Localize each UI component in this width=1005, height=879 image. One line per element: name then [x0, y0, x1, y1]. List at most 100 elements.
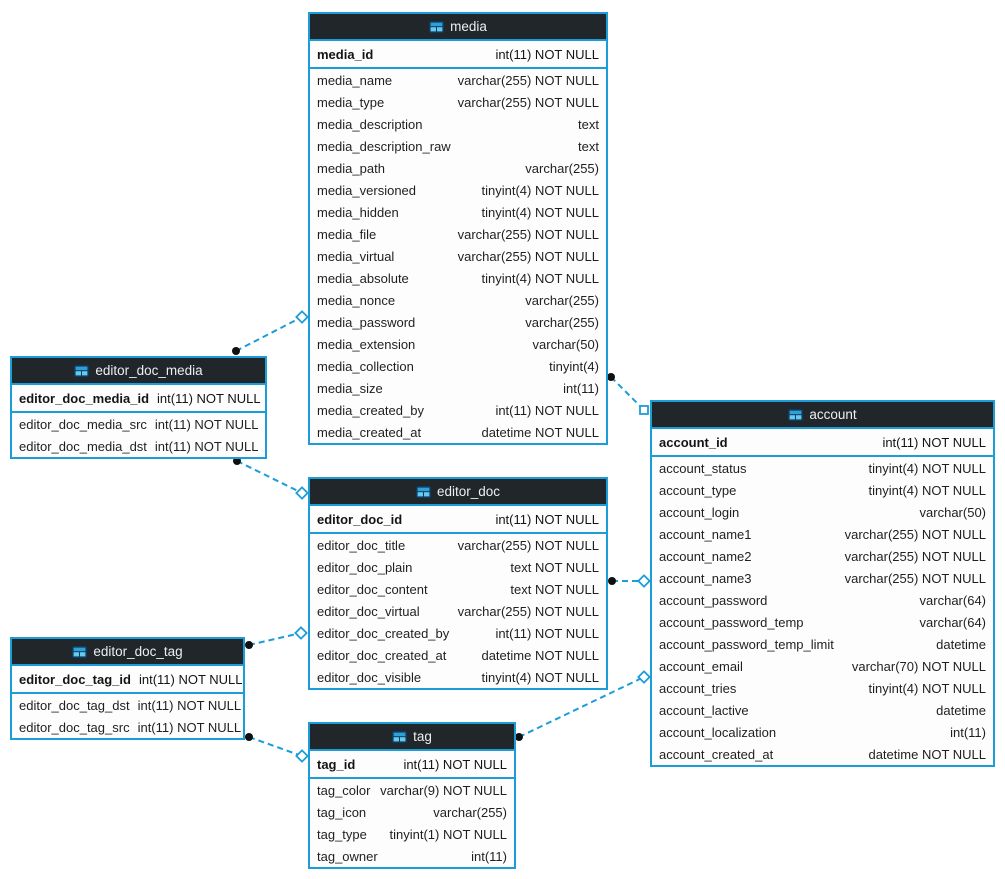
column-row[interactable]: media_created_at datetime NOT NULL	[310, 421, 606, 443]
column-type: tinyint(4) NOT NULL	[481, 669, 599, 685]
dot-start-marker	[608, 577, 616, 585]
column-row[interactable]: account_localization int(11)	[652, 721, 993, 743]
column-row[interactable]: media_size int(11)	[310, 377, 606, 399]
column-row[interactable]: editor_doc_visible tinyint(4) NOT NULL	[310, 666, 606, 688]
table-tag[interactable]: tag tag_id int(11) NOT NULL tag_color va…	[308, 722, 516, 869]
relationship-line-tag-account[interactable]	[518, 676, 645, 738]
column-row[interactable]: media_name varchar(255) NOT NULL	[310, 69, 606, 91]
relationship-line-media-account[interactable]	[610, 376, 645, 411]
column-row[interactable]: account_name1 varchar(255) NOT NULL	[652, 523, 993, 545]
primary-key-name: editor_doc_media_id	[19, 390, 150, 406]
column-row[interactable]: media_virtual varchar(255) NOT NULL	[310, 245, 606, 267]
table-title: account	[809, 407, 857, 422]
column-row[interactable]: editor_doc_created_by int(11) NOT NULL	[310, 622, 606, 644]
diamond-end-marker	[295, 310, 309, 324]
column-row[interactable]: account_created_at datetime NOT NULL	[652, 743, 993, 765]
column-row[interactable]: editor_doc_media_src int(11) NOT NULL	[12, 413, 265, 435]
column-row[interactable]: editor_doc_content text NOT NULL	[310, 578, 606, 600]
column-row[interactable]: account_name3 varchar(255) NOT NULL	[652, 567, 993, 589]
column-row[interactable]: account_name2 varchar(255) NOT NULL	[652, 545, 993, 567]
column-type: text NOT NULL	[510, 581, 599, 597]
column-row[interactable]: account_login varchar(50)	[652, 501, 993, 523]
relationship-line-editor_doc_media-editor_doc[interactable]	[236, 460, 303, 494]
column-type: datetime NOT NULL	[868, 746, 986, 762]
column-row[interactable]: tag_color varchar(9) NOT NULL	[310, 779, 514, 801]
column-row[interactable]: media_description_raw text	[310, 135, 606, 157]
column-row[interactable]: media_versioned tinyint(4) NOT NULL	[310, 179, 606, 201]
column-type: varchar(64)	[919, 614, 986, 630]
column-name: editor_doc_created_by	[317, 625, 450, 641]
column-row[interactable]: account_status tinyint(4) NOT NULL	[652, 457, 993, 479]
primary-key-row[interactable]: editor_doc_id int(11) NOT NULL	[310, 506, 606, 534]
relationship-line-editor_doc_tag-editor_doc[interactable]	[248, 632, 302, 646]
column-row[interactable]: account_password varchar(64)	[652, 589, 993, 611]
primary-key-name: account_id	[659, 434, 728, 450]
column-row[interactable]: editor_doc_virtual varchar(255) NOT NULL	[310, 600, 606, 622]
table-editor_doc_tag[interactable]: editor_doc_tag editor_doc_tag_id int(11)…	[10, 637, 245, 740]
column-name: media_virtual	[317, 248, 395, 264]
relationship-line-editor_doc_tag-tag[interactable]	[248, 736, 303, 757]
column-type: varchar(255)	[525, 314, 599, 330]
column-type: datetime	[936, 636, 986, 652]
column-name: tag_type	[317, 826, 367, 842]
column-row[interactable]: account_type tinyint(4) NOT NULL	[652, 479, 993, 501]
column-type: varchar(64)	[919, 592, 986, 608]
primary-key-row[interactable]: media_id int(11) NOT NULL	[310, 41, 606, 69]
table-header[interactable]: editor_doc	[310, 479, 606, 506]
table-grid-icon	[392, 730, 408, 743]
column-row[interactable]: media_hidden tinyint(4) NOT NULL	[310, 201, 606, 223]
column-row[interactable]: media_description text	[310, 113, 606, 135]
primary-key-row[interactable]: editor_doc_tag_id int(11) NOT NULL	[12, 666, 243, 694]
column-row[interactable]: editor_doc_created_at datetime NOT NULL	[310, 644, 606, 666]
table-media[interactable]: media media_id int(11) NOT NULL media_na…	[308, 12, 608, 445]
column-row[interactable]: editor_doc_media_dst int(11) NOT NULL	[12, 435, 265, 457]
column-row[interactable]: media_type varchar(255) NOT NULL	[310, 91, 606, 113]
column-type: text	[578, 116, 599, 132]
column-row[interactable]: media_path varchar(255)	[310, 157, 606, 179]
column-row[interactable]: media_file varchar(255) NOT NULL	[310, 223, 606, 245]
column-row[interactable]: media_collection tinyint(4)	[310, 355, 606, 377]
diamond-end-marker	[295, 749, 309, 763]
column-row[interactable]: account_password_temp_limit datetime	[652, 633, 993, 655]
column-type: varchar(255) NOT NULL	[844, 548, 986, 564]
table-header[interactable]: tag	[310, 724, 514, 751]
column-row[interactable]: media_created_by int(11) NOT NULL	[310, 399, 606, 421]
relationship-line-editor_doc_media-media[interactable]	[235, 316, 303, 352]
table-account[interactable]: account account_id int(11) NOT NULL acco…	[650, 400, 995, 767]
column-name: media_size	[317, 380, 383, 396]
column-row[interactable]: account_email varchar(70) NOT NULL	[652, 655, 993, 677]
column-row[interactable]: editor_doc_tag_dst int(11) NOT NULL	[12, 694, 243, 716]
column-row[interactable]: media_nonce varchar(255)	[310, 289, 606, 311]
column-name: account_password_temp	[659, 614, 804, 630]
column-row[interactable]: media_absolute tinyint(4) NOT NULL	[310, 267, 606, 289]
column-row[interactable]: tag_owner int(11)	[310, 845, 514, 867]
column-type: int(11) NOT NULL	[495, 402, 599, 418]
column-row[interactable]: media_extension varchar(50)	[310, 333, 606, 355]
table-header[interactable]: account	[652, 402, 993, 429]
column-rows: media_name varchar(255) NOT NULL media_t…	[310, 69, 606, 443]
table-editor_doc_media[interactable]: editor_doc_media editor_doc_media_id int…	[10, 356, 267, 459]
table-header[interactable]: editor_doc_media	[12, 358, 265, 385]
column-row[interactable]: account_tries tinyint(4) NOT NULL	[652, 677, 993, 699]
column-row[interactable]: tag_type tinyint(1) NOT NULL	[310, 823, 514, 845]
column-name: media_versioned	[317, 182, 417, 198]
column-name: media_collection	[317, 358, 414, 374]
table-header[interactable]: editor_doc_tag	[12, 639, 243, 666]
column-row[interactable]: account_lactive datetime	[652, 699, 993, 721]
column-type: tinyint(4) NOT NULL	[868, 482, 986, 498]
primary-key-row[interactable]: account_id int(11) NOT NULL	[652, 429, 993, 457]
primary-key-type: int(11) NOT NULL	[138, 671, 243, 687]
column-row[interactable]: editor_doc_tag_src int(11) NOT NULL	[12, 716, 243, 738]
column-row[interactable]: media_password varchar(255)	[310, 311, 606, 333]
table-header[interactable]: media	[310, 14, 606, 41]
primary-key-row[interactable]: editor_doc_media_id int(11) NOT NULL	[12, 385, 265, 413]
column-type: varchar(50)	[919, 504, 986, 520]
column-row[interactable]: account_password_temp varchar(64)	[652, 611, 993, 633]
table-editor_doc[interactable]: editor_doc editor_doc_id int(11) NOT NUL…	[308, 477, 608, 690]
column-row[interactable]: editor_doc_plain text NOT NULL	[310, 556, 606, 578]
column-type: int(11) NOT NULL	[154, 416, 259, 432]
column-row[interactable]: editor_doc_title varchar(255) NOT NULL	[310, 534, 606, 556]
column-row[interactable]: tag_icon varchar(255)	[310, 801, 514, 823]
primary-key-row[interactable]: tag_id int(11) NOT NULL	[310, 751, 514, 779]
